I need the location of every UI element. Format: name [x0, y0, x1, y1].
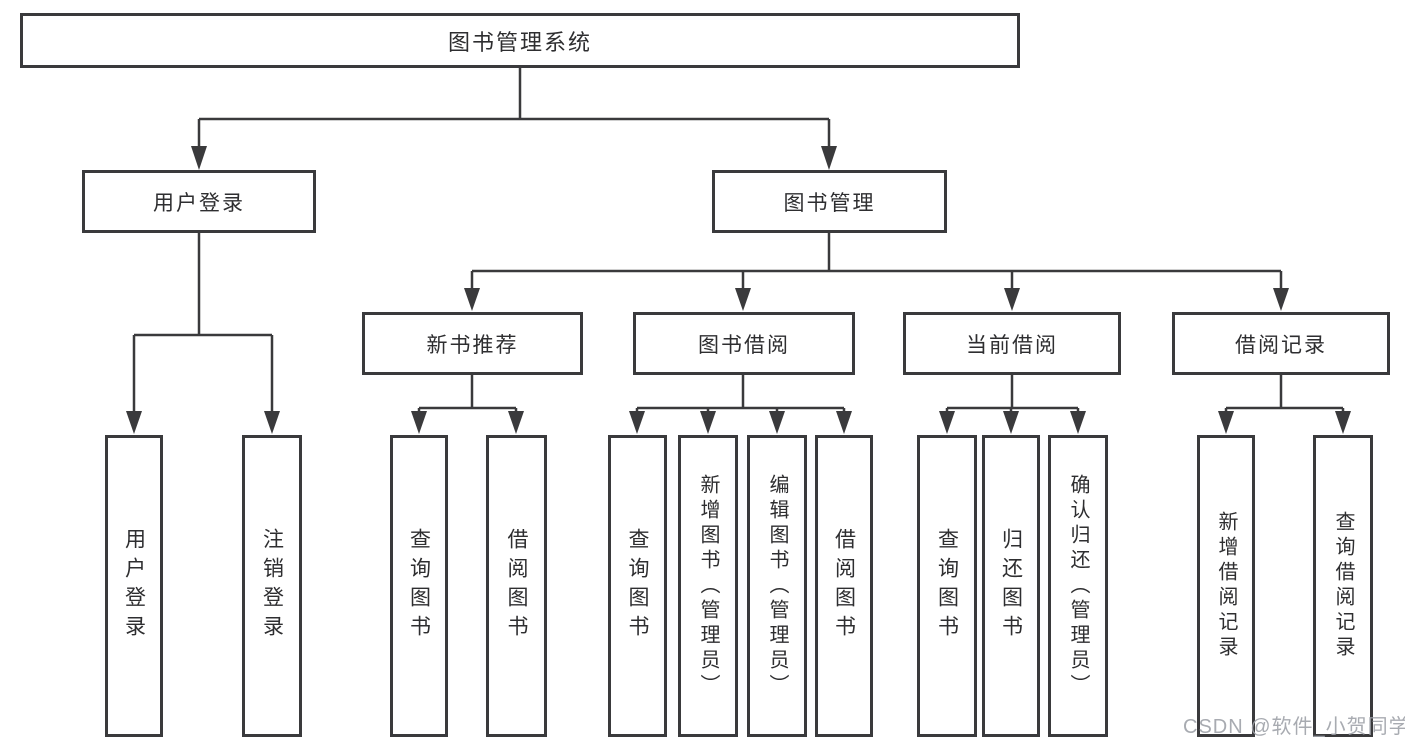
- leaf-borrow-books: 借阅图书: [815, 435, 873, 737]
- node-borrow-records: 借阅记录: [1172, 312, 1390, 375]
- leaf-borrow-books-recommend: 借阅图书: [486, 435, 547, 737]
- edge-new-book-split: [417, 375, 518, 412]
- edge-root-split: [197, 68, 831, 147]
- node-book-management: 图书管理: [712, 170, 947, 233]
- leaf-logout: 注销登录: [242, 435, 302, 737]
- edge-user-login-split: [132, 233, 274, 412]
- leaf-confirm-return-admin: 确认归还（管理员）: [1048, 435, 1108, 737]
- node-book-borrow: 图书借阅: [633, 312, 855, 375]
- leaf-add-books-admin: 新增图书（管理员）: [678, 435, 738, 737]
- edge-borrow-records-split: [1224, 375, 1345, 412]
- edge-book-borrow-split: [635, 375, 846, 412]
- leaf-query-books-borrow: 查询图书: [608, 435, 667, 737]
- leaf-query-borrow-record: 查询借阅记录: [1313, 435, 1373, 737]
- leaf-user-login: 用户登录: [105, 435, 163, 737]
- node-library-system: 图书管理系统: [20, 13, 1020, 68]
- edge-book-management-split: [470, 233, 1283, 289]
- leaf-add-borrow-record: 新增借阅记录: [1197, 435, 1255, 737]
- leaf-query-books-recommend: 查询图书: [390, 435, 448, 737]
- node-new-book-recommend: 新书推荐: [362, 312, 583, 375]
- node-current-borrow: 当前借阅: [903, 312, 1121, 375]
- leaf-return-books: 归还图书: [982, 435, 1040, 737]
- edge-current-borrow-split: [945, 375, 1080, 412]
- leaf-query-books-current: 查询图书: [917, 435, 977, 737]
- node-user-login: 用户登录: [82, 170, 316, 233]
- leaf-edit-books-admin: 编辑图书（管理员）: [747, 435, 807, 737]
- csdn-watermark: CSDN @软件_小贺同学: [1183, 716, 1405, 738]
